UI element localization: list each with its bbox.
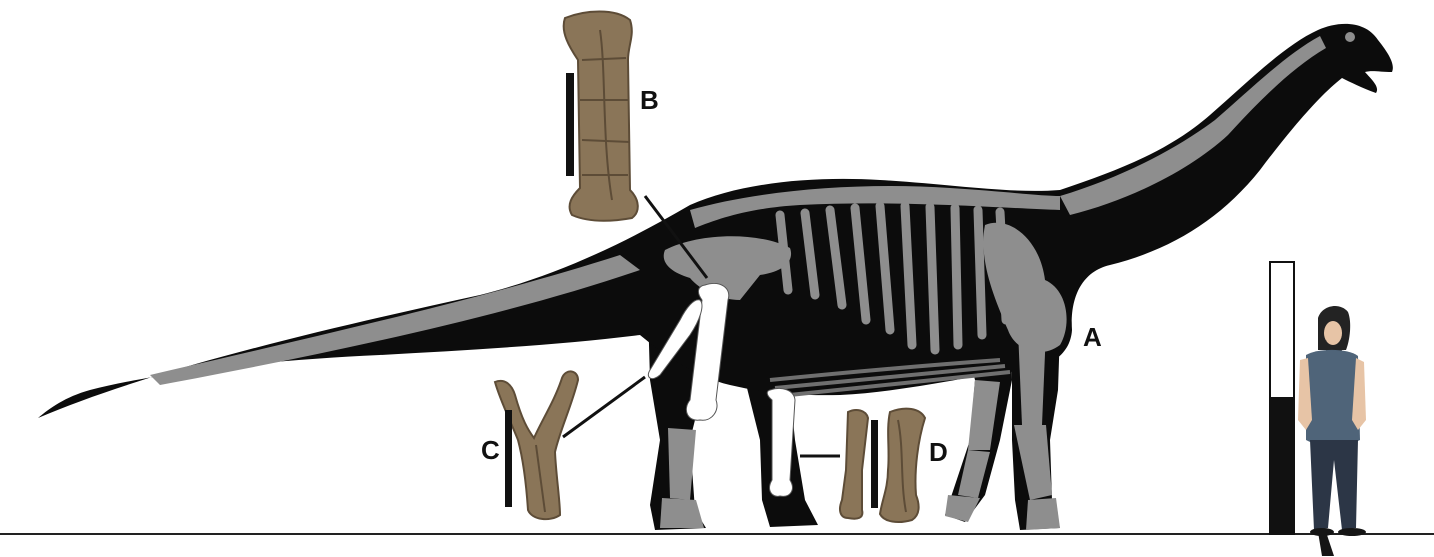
scale-bar-d (871, 420, 878, 508)
fossil-d (800, 409, 925, 522)
panel-label-b: B (640, 87, 659, 113)
panel-label-d: D (929, 439, 948, 465)
fossil-c (495, 371, 645, 519)
scale-bar-white (1270, 262, 1294, 398)
skull-eye (1345, 32, 1355, 42)
sauropod-skeletal-silhouette-icon (38, 24, 1393, 530)
scale-bar-b (566, 73, 574, 176)
scale-bar-c (505, 410, 512, 507)
scale-bar-black (1270, 398, 1294, 534)
human-silhouette-icon (1298, 306, 1366, 556)
panel-label-a: A (1083, 324, 1102, 350)
panel-label-c: C (481, 437, 500, 463)
human-scale (1270, 262, 1366, 556)
fossil-bone-icon (840, 410, 868, 519)
